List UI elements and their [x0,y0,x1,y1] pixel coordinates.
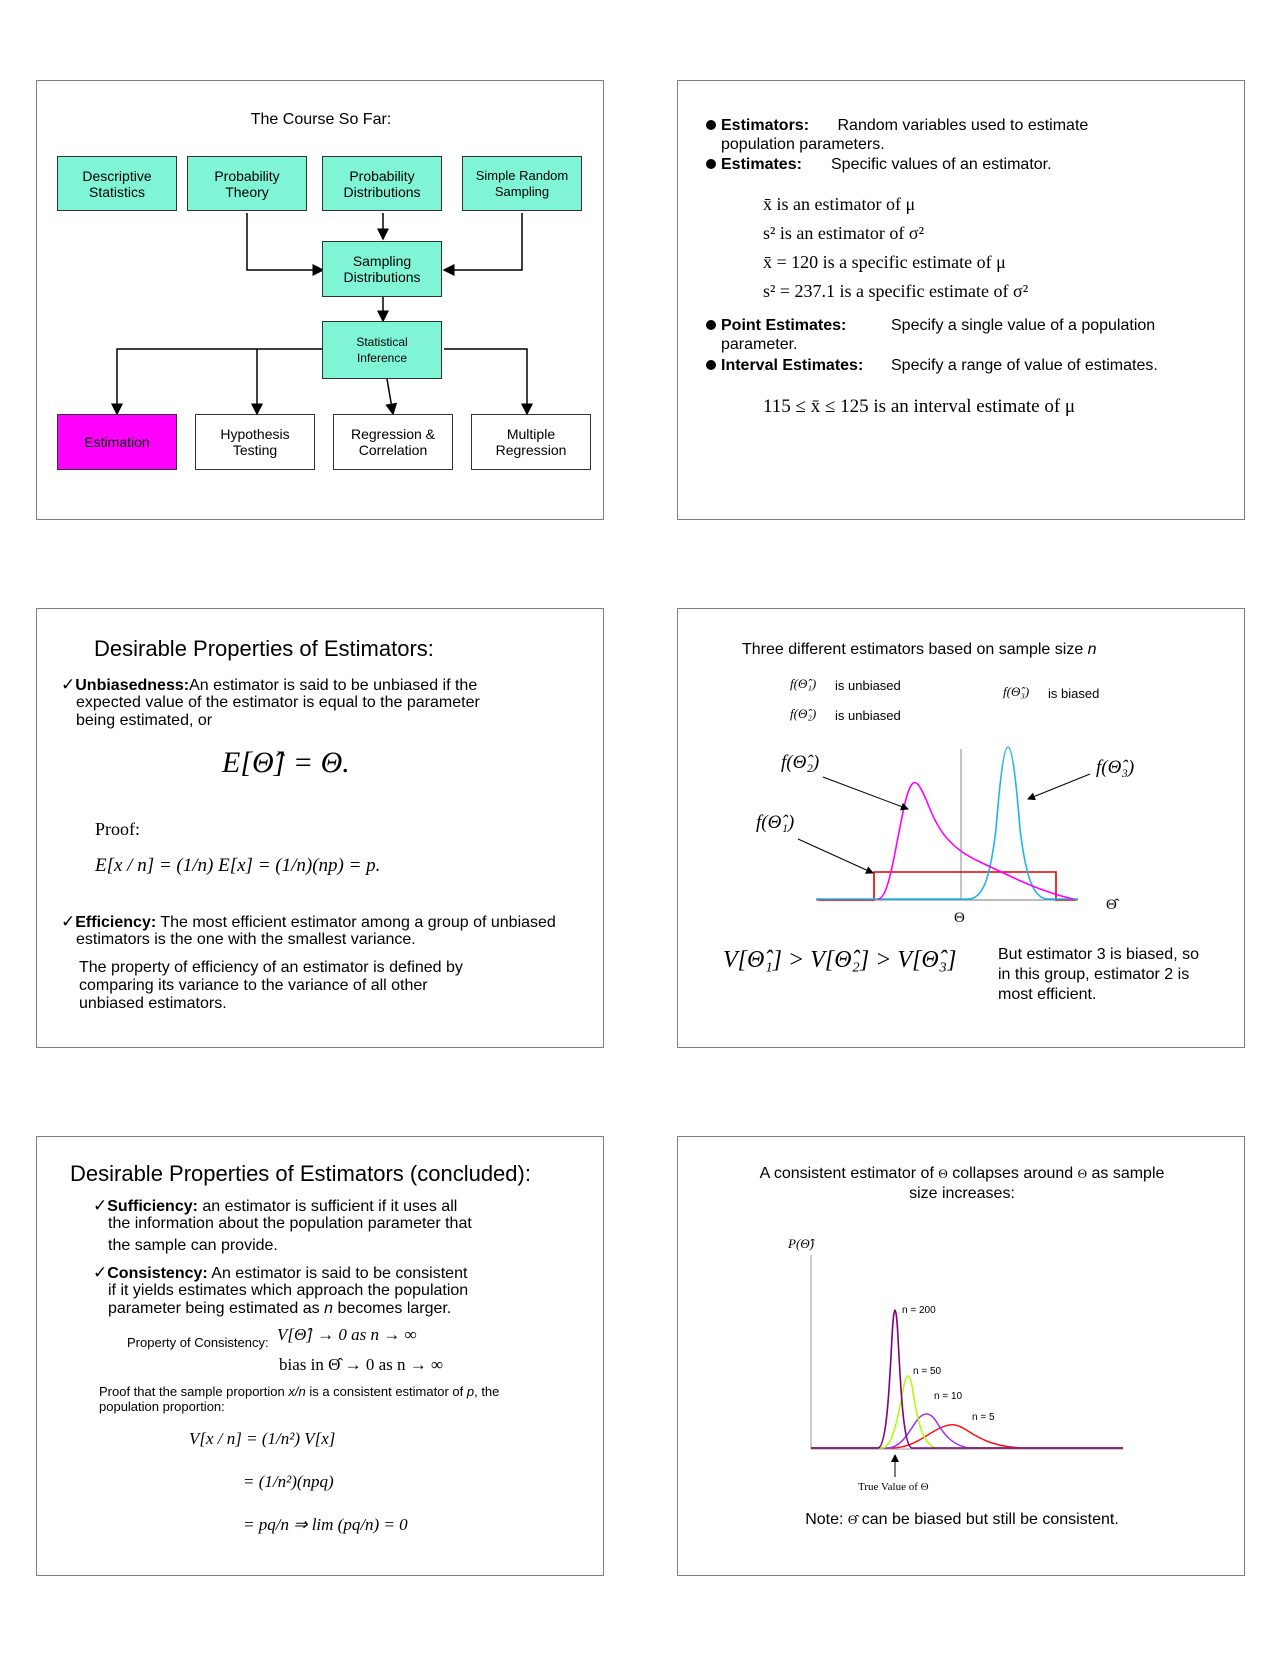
legend-f1-text: is unbiased [835,678,901,693]
efficiency-para-1: The property of efficiency of an estimat… [79,959,463,976]
slide-title-line-2: size increases: [909,1185,1015,1202]
curve-n10 [811,1413,1123,1449]
series-label-n5: n = 5 [972,1412,995,1423]
box-multiple-regression: Multiple Regression [471,414,591,470]
proof-eq-3: = pq/n ⇒ lim (pq/n) = 0 [243,1515,408,1534]
label-f2: f(Θ̂₂) [781,752,820,773]
series-label-n10: n = 10 [934,1391,963,1402]
consistency-row-3: parameter being estimated as n becomes l… [108,1300,452,1317]
legend-f2: f(Θ̂₂) [790,706,817,721]
bullet-icon [706,159,716,169]
proof-line-2: population proportion: [99,1399,225,1414]
consistency-row-2: if it yields estimates which approach th… [108,1282,469,1299]
curve-n200 [811,1309,1123,1449]
variance-inequality: V[Θ̂₁] > V[Θ̂₂] > V[Θ̂₃] [723,947,957,973]
slide-title: Three different estimators based on samp… [742,641,1097,658]
proof-equation: E[x / n] = (1/n) E[x] = (1/n)(np) = p. [95,855,381,876]
checkmark-icon: ✓ [61,912,76,931]
box-hypothesis-testing: Hypothesis Testing [195,414,315,470]
curve-f2 [877,782,1074,900]
box-regression-correlation: Regression & Correlation [333,414,453,470]
unbiasedness-row-2: expected value of the estimator is equal… [76,694,480,711]
efficiency-row: ✓Efficiency: The most efficient estimato… [61,912,556,931]
slide-title: Desirable Properties of Estimators (conc… [70,1161,531,1186]
curve-f3 [816,746,1078,900]
slide-consistent-estimator: A consistent estimator of Θ collapses ar… [677,1136,1245,1576]
estimator-line-2: s² is an estimator of σ² [763,223,924,243]
box-simple-random-sampling: Simple Random Sampling [462,156,582,211]
slide-title: The Course So Far: [250,111,392,128]
box-probability-distributions: Probability Distributions [322,156,442,211]
flowchart-arrows [111,213,533,416]
bullet-icon [706,120,716,130]
box-descriptive-statistics: Descriptive Statistics [57,156,177,211]
legend-f2-text: is unbiased [835,708,901,723]
slide-desirable-properties: Desirable Properties of Estimators: ✓Unb… [36,608,604,1048]
slide-properties-concluded: Desirable Properties of Estimators (conc… [36,1136,604,1576]
checkmark-icon: ✓ [93,1196,108,1215]
estimator-density-plot [797,746,1091,901]
slide-title: Desirable Properties of Estimators: [94,636,434,661]
consistency-row: ✓Consistency: An estimator is said to be… [93,1263,468,1282]
box-estimation: Estimation [57,414,177,470]
estimates-row: Estimates: Specific values of an estimat… [706,156,1226,174]
box-sampling-distributions: Sampling Distributions [322,241,442,297]
estimator-line-3: x̄ = 120 is a specific estimate of μ [763,252,1006,272]
checkmark-icon: ✓ [61,675,76,694]
efficiency-row-2: estimators is the one with the smallest … [76,931,416,948]
series-label-n50: n = 50 [913,1366,942,1377]
checkmark-icon: ✓ [93,1263,108,1282]
efficiency-para-2: comparing its variance to the variance o… [79,977,428,994]
curve-f1 [818,871,1076,901]
note-line: Note: Θ̂ can be biased but still be cons… [805,1511,1119,1528]
axis-thetahat-label: Θ̂ [1106,897,1117,913]
efficiency-para-3: unbiased estimators. [79,995,227,1012]
note-line-1: But estimator 3 is biased, so [998,946,1199,963]
x-axis-label: True Value of Θ [858,1481,929,1493]
point-estimates-row: Point Estimates: Specify a single value … [706,317,1226,335]
label-f1: f(Θ̂₁) [756,812,795,833]
estimator-line-4: s² = 237.1 is a specific estimate of σ² [763,281,1029,301]
interval-estimates-row: Interval Estimates: Specify a range of v… [706,357,1226,375]
curve-n5 [811,1424,1123,1449]
proof-eq-2: = (1/n²)(npq) [243,1472,334,1491]
box-statistical-inference: Statistical Inference [322,321,442,379]
property-label: Property of Consistency: [127,1335,269,1350]
consistency-plot [810,1255,1123,1477]
estimator-line-1: x̄ is an estimator of μ [763,194,916,214]
slide-title-line-1: A consistent estimator of Θ collapses ar… [759,1165,1165,1182]
bullet-icon [706,320,716,330]
unbiasedness-row-3: being estimated, or [76,712,213,729]
proof-label: Proof: [95,819,140,839]
bullet-icon [706,360,716,370]
proof-line-1: Proof that the sample proportion x/n is … [99,1384,500,1399]
label-f3: f(Θ̂₃) [1096,757,1135,778]
legend-f1: f(Θ̂₁) [790,676,817,691]
unbiased-equation: E[Θ̂] = Θ. [222,746,350,779]
slide-three-estimators: Three different estimators based on samp… [677,608,1245,1048]
interval-equation: 115 ≤ x̄ ≤ 125 is an interval estimate o… [763,396,1076,417]
proof-eq-1: V[x / n] = (1/n²) V[x] [189,1429,336,1448]
box-probability-theory: Probability Theory [187,156,307,211]
estimators-row-2: population parameters. [721,136,885,153]
point-estimates-row-2: parameter. [721,336,798,353]
property-eq-1: V[Θ̂] → 0 as n → ∞ [277,1325,417,1344]
slide-estimators: Estimators: Random variables used to est… [677,80,1245,520]
series-label-n200: n = 200 [902,1305,936,1316]
legend-f3: f(Θ̂₃) [1003,684,1030,699]
slide-course-so-far: The Course So Far: Descriptive Statistic… [36,80,604,520]
curve-n50 [811,1375,1123,1449]
note-line-2: in this group, estimator 2 is [998,966,1190,983]
axis-theta-label: Θ [954,910,965,926]
unbiasedness-row: ✓Unbiasedness:An estimator is said to be… [61,675,478,694]
sufficiency-row-2: the information about the population par… [108,1215,472,1232]
note-line-3: most efficient. [998,986,1097,1003]
sufficiency-row: ✓Sufficiency: an estimator is sufficient… [93,1196,458,1215]
sufficiency-row-3: the sample can provide. [108,1237,278,1254]
estimators-row: Estimators: Random variables used to est… [706,117,1226,135]
property-eq-2: bias in Θ̂ → 0 as n → ∞ [279,1355,444,1374]
legend-f3-text: is biased [1048,686,1100,701]
y-axis-label: P(Θ̂) [788,1236,814,1251]
